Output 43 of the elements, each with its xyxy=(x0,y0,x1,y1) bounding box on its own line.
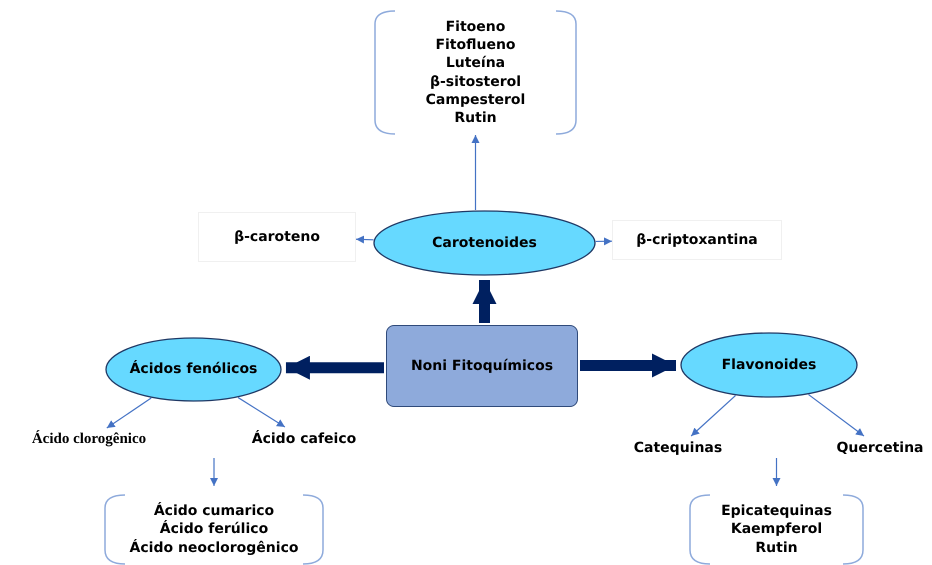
compound-name: Fitoeno xyxy=(446,18,506,36)
node-title: Flavonoides xyxy=(722,356,816,374)
compound-name: Rutin xyxy=(454,108,497,128)
compound-label xyxy=(198,212,356,262)
arrow xyxy=(772,458,780,486)
compound-name: Kaempferol xyxy=(730,520,822,539)
node-title: Ácidos fenólicos xyxy=(130,360,258,379)
compound-name: Rutin xyxy=(755,538,798,557)
compound-label xyxy=(612,220,782,260)
compound-name: Epicatequinas xyxy=(721,502,832,520)
compound-name: Campesterol xyxy=(426,90,526,109)
compound-name: Quercetina xyxy=(836,438,924,458)
arrow xyxy=(472,135,480,210)
compound-name: Ácido clorogênico xyxy=(32,430,146,450)
arrow xyxy=(106,398,152,428)
arrow xyxy=(210,458,218,486)
compound-name: β-caroteno xyxy=(234,228,320,246)
compound-name: Ácido cumarico xyxy=(154,502,274,520)
category-ellipse xyxy=(373,210,596,276)
node-title: Noni Fitoquímicos xyxy=(410,356,554,376)
category-ellipse xyxy=(680,332,858,398)
compound-name: Ácido neoclorogênico xyxy=(130,538,298,557)
compound-name: Ácido cafeico xyxy=(252,430,356,448)
compound-name: Luteína xyxy=(446,54,506,72)
node-title: Carotenoides xyxy=(432,234,537,252)
process-box xyxy=(386,325,578,407)
compound-list xyxy=(688,494,865,565)
compound-name: β-criptoxantina xyxy=(636,230,758,250)
arrow xyxy=(808,394,864,436)
block-arrow xyxy=(472,280,496,323)
block-arrow xyxy=(580,354,676,378)
compound-list xyxy=(103,494,325,565)
compound-name: Catequinas xyxy=(634,438,722,458)
compound-name: Ácido ferúlico xyxy=(160,520,268,539)
compound-list xyxy=(373,10,578,135)
arrow xyxy=(356,236,374,244)
compound-name: Fitoflueno xyxy=(435,36,516,54)
category-ellipse xyxy=(105,337,282,402)
arrow xyxy=(238,397,286,428)
compound-name: β-sitosterol xyxy=(430,72,522,91)
block-arrow xyxy=(286,356,384,380)
arrow xyxy=(596,237,612,246)
arrow xyxy=(690,395,736,436)
